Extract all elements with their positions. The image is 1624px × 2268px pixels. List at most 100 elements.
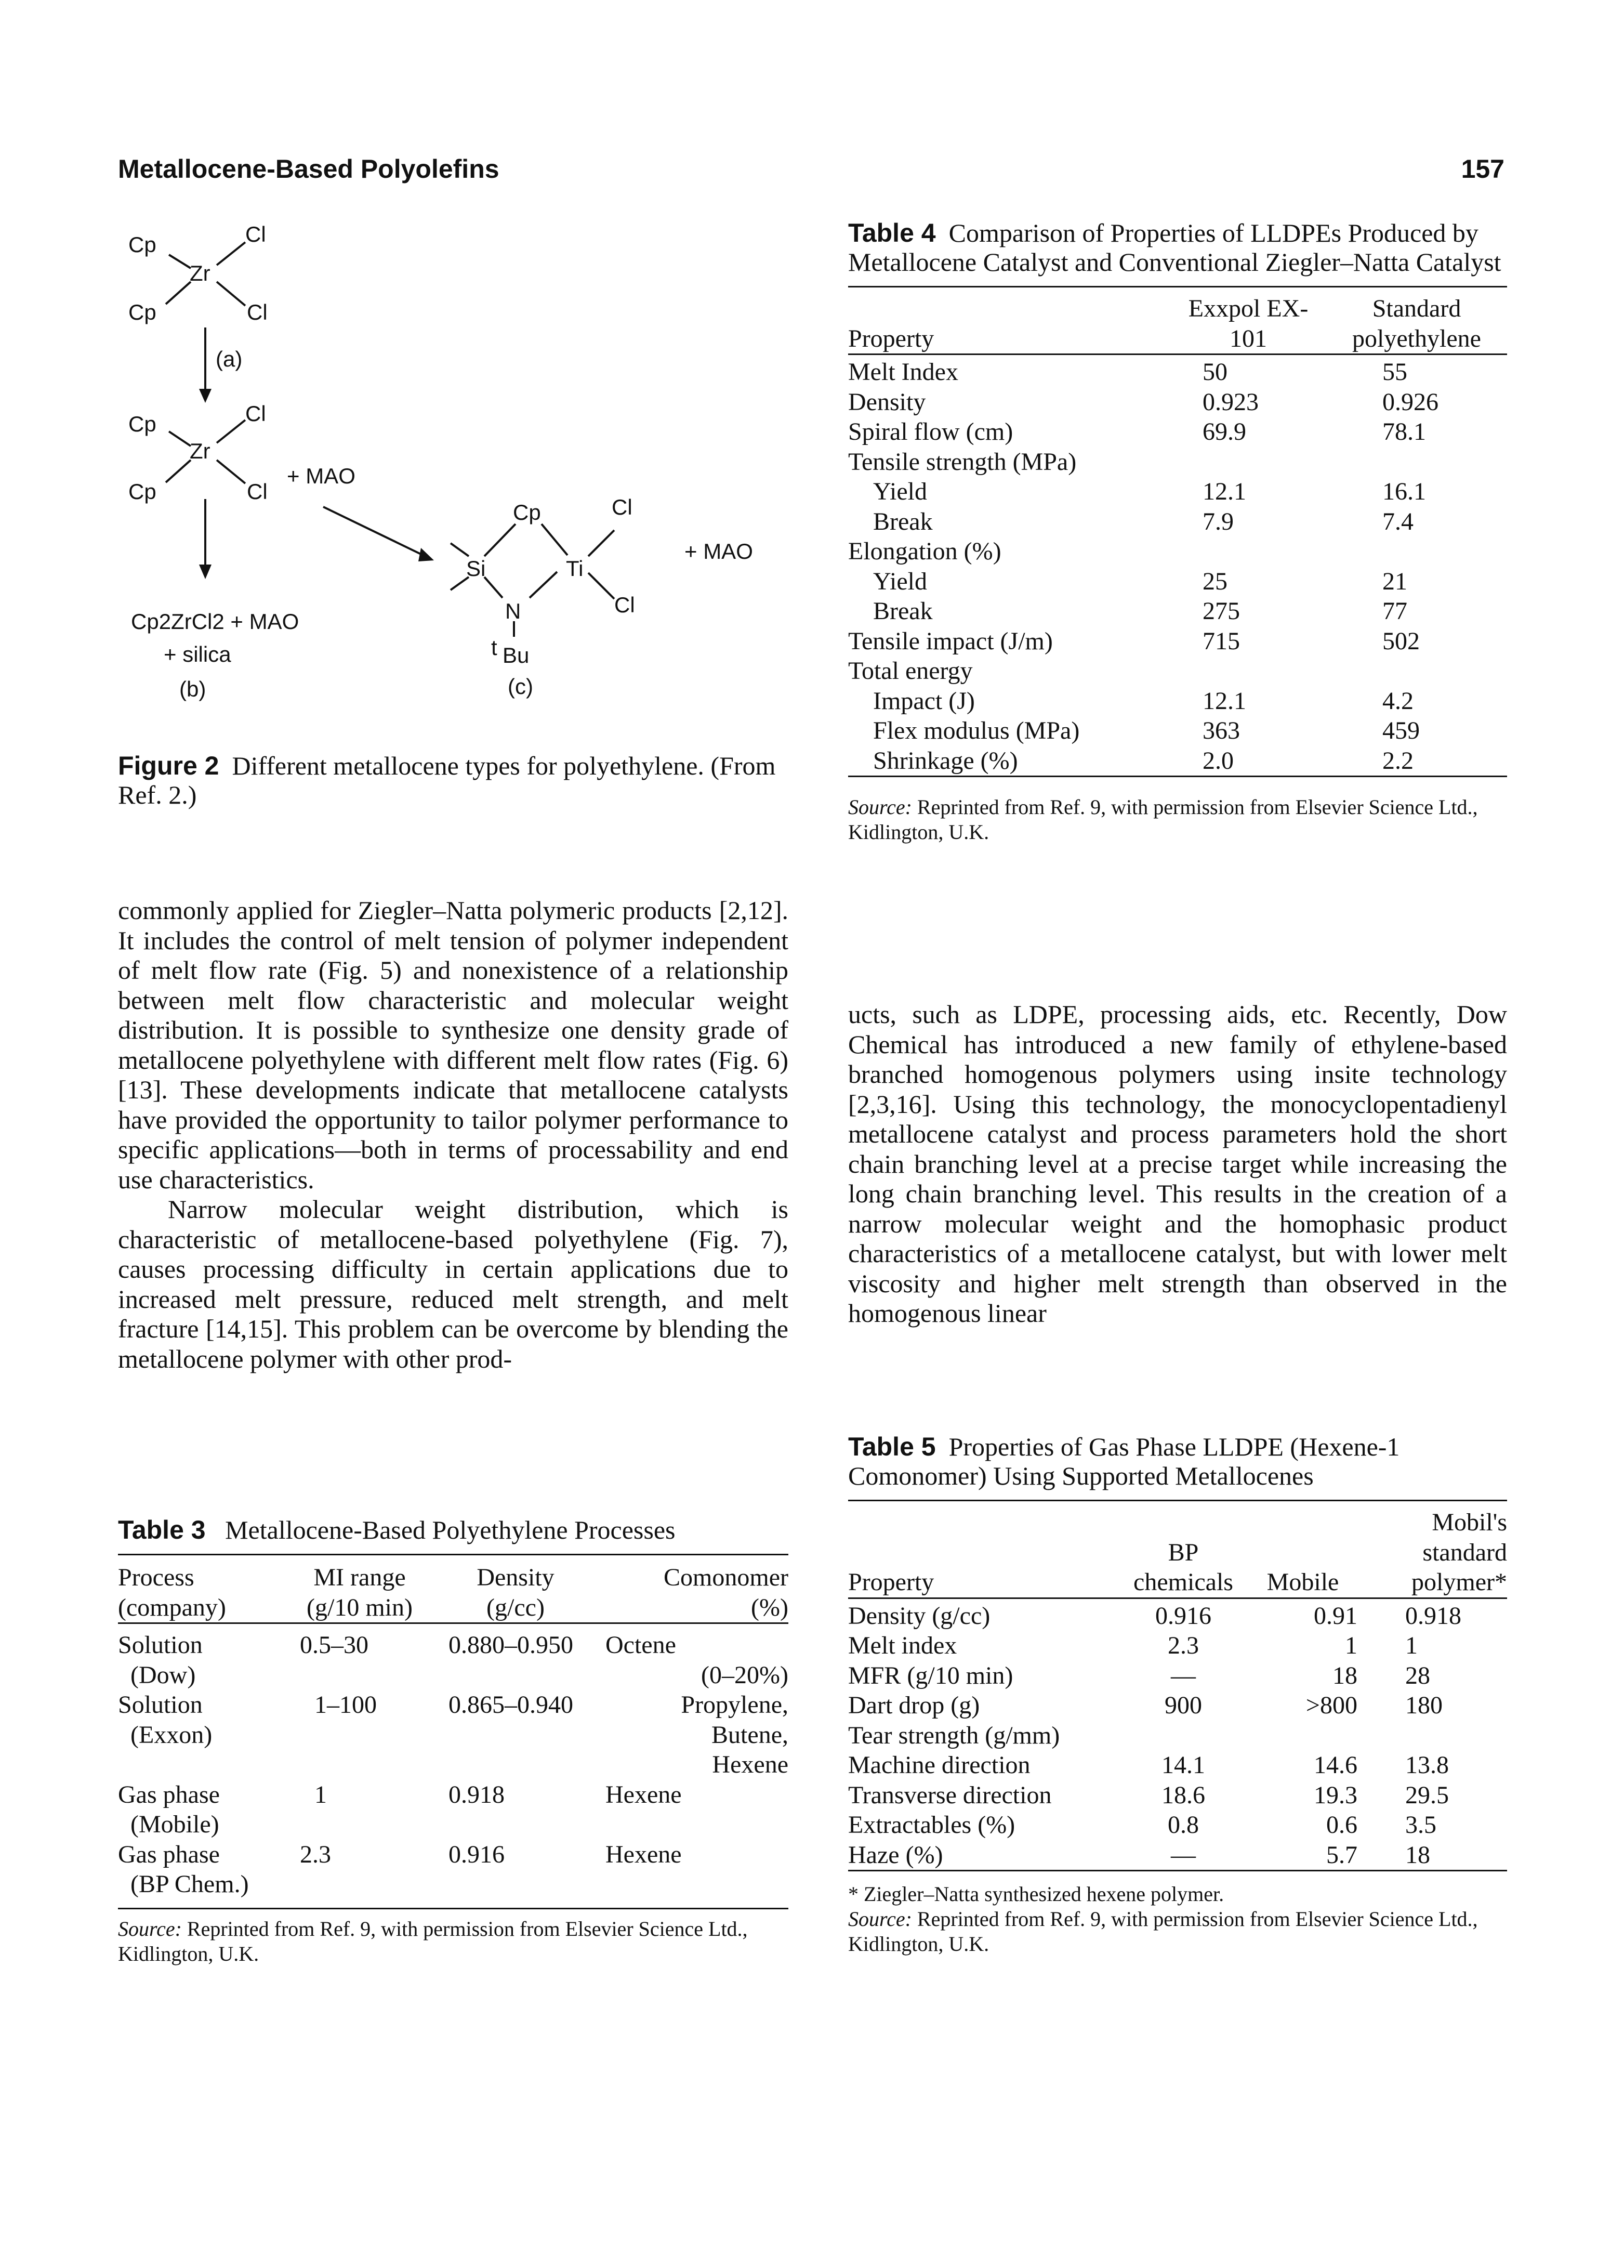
table-cell — [1170, 536, 1326, 567]
table-cell: >800 — [1305, 1692, 1357, 1719]
table-4-caption: Table 4 Comparison of Properties of LLDP… — [848, 218, 1507, 277]
table-cell: 0.6 — [1326, 1811, 1357, 1839]
table-cell: Total energy — [848, 657, 973, 685]
table-cell: 0.923 — [1203, 388, 1259, 416]
column-header: Density(g/cc) — [477, 1564, 554, 1621]
table-cell: 7.4 — [1382, 507, 1414, 535]
table-cell: 13.8 — [1405, 1751, 1449, 1779]
si-label: Si — [466, 556, 485, 581]
cp-label: Cp — [128, 232, 156, 257]
table-row: Dart drop (g) 900 >800 180 — [848, 1690, 1507, 1721]
table-row: Gas phase (Mobile) 1 0.918 Hexene — [118, 1780, 788, 1840]
table-cell: Hexene — [605, 1780, 682, 1808]
figure-2-caption-text: Different metallocene types for polyethy… — [118, 751, 776, 809]
table-cell: Tensile impact (J/m) — [848, 627, 1053, 655]
cp-label: Cp — [128, 300, 156, 324]
table-cell: Hexene — [605, 1840, 682, 1868]
table-cell — [1118, 1721, 1248, 1751]
paragraph: ucts, such as LDPE, processing aids, etc… — [848, 1000, 1507, 1328]
column-header: Property — [848, 324, 934, 352]
table-cell: 0.916 — [448, 1840, 505, 1868]
table-cell: 29.5 — [1405, 1781, 1449, 1809]
table-5-caption: Table 5 Properties of Gas Phase LLDPE (H… — [848, 1432, 1507, 1490]
label-c: (c) — [508, 674, 533, 699]
table-5-footnote: * Ziegler–Natta synthesized hexene polym… — [848, 1882, 1224, 1906]
table-cell: 18 — [1405, 1841, 1430, 1869]
table-row: Elongation (%) — [848, 536, 1507, 567]
table-cell: 0.5–30 — [300, 1631, 368, 1659]
table-3: Table 3 Metallocene-Based Polyethylene P… — [118, 1515, 788, 1967]
table-cell: Octene(0–20%) — [605, 1631, 788, 1689]
zr-label: Zr — [190, 439, 210, 463]
table-row: Gas phase (BP Chem.) 2.3 0.916 Hexene — [118, 1840, 788, 1909]
table-cell — [1326, 447, 1507, 477]
table-cell — [1248, 1721, 1357, 1751]
table-cell: Solution (Exxon) — [118, 1691, 213, 1749]
table-cell: 69.9 — [1203, 418, 1246, 445]
table-cell: 1 — [314, 1780, 327, 1808]
table-cell: 4.2 — [1382, 687, 1414, 715]
table-4-source: Source: Reprinted from Ref. 9, with perm… — [848, 795, 1478, 844]
table-cell: Density — [848, 388, 926, 416]
table-cell: Tear strength (g/mm) — [848, 1721, 1060, 1749]
table-cell: 5.7 — [1326, 1841, 1357, 1869]
table-cell: Dart drop (g) — [848, 1692, 980, 1719]
paragraph: Narrow molecular weight distribution, wh… — [118, 1195, 788, 1373]
table-cell: Break — [873, 507, 933, 535]
table-cell: 78.1 — [1382, 418, 1426, 445]
paragraph: commonly applied for Ziegler–Natta polym… — [118, 896, 788, 1194]
figure-2: Cp Cl Zr Cp Cl (a) Cp Cl Zr + MAO Cp Cl … — [118, 222, 788, 733]
table-cell: 1 — [1405, 1632, 1418, 1659]
table-cell: Extractables (%) — [848, 1811, 1015, 1839]
column-header: BP chemicals — [1133, 1538, 1233, 1596]
table-cell: 0.916 — [1155, 1602, 1211, 1630]
page-number: 157 — [1461, 154, 1504, 183]
table-cell: 180 — [1405, 1692, 1443, 1719]
ti-label: Ti — [566, 556, 583, 581]
figure-2-caption: Figure 2 Different metallocene types for… — [118, 751, 788, 809]
column-header: MI range(g/10 min) — [307, 1564, 413, 1621]
table-cell: Spiral flow (cm) — [848, 418, 1013, 445]
table-row: Solution (Exxon) 1–100 0.865–0.940 Propy… — [118, 1690, 788, 1780]
table-cell: Haze (%) — [848, 1841, 943, 1869]
bu-label: Bu — [503, 643, 529, 667]
table-cell: Melt Index — [848, 358, 958, 386]
cp2zrcl2-label: Cp2ZrCl2 + MAO — [131, 609, 299, 634]
table-cell: 0.91 — [1314, 1602, 1357, 1630]
t-label: t — [491, 635, 497, 660]
table-cell: — — [1171, 1661, 1196, 1689]
column-header: Process(company) — [118, 1564, 226, 1621]
table-cell: 715 — [1203, 627, 1240, 655]
table-cell: 21 — [1382, 567, 1407, 595]
table-4-grid: Property Exxpol EX-101 Standard polyethy… — [848, 286, 1507, 779]
table-cell: 1 — [1345, 1632, 1357, 1659]
table-5: Table 5 Properties of Gas Phase LLDPE (H… — [848, 1432, 1507, 1957]
left-column-text: commonly applied for Ziegler–Natta polym… — [118, 896, 788, 1374]
cp-label: Cp — [513, 500, 541, 525]
table-cell: 28 — [1405, 1661, 1430, 1689]
table-cell: 459 — [1382, 717, 1420, 744]
column-header: Mobil's standard polymer* — [1411, 1509, 1507, 1596]
table-cell — [1170, 447, 1326, 477]
table-cell: 2.0 — [1203, 746, 1234, 775]
table-4-label: Table 4 — [848, 218, 936, 247]
table-5-source: Source: Reprinted from Ref. 9, with perm… — [848, 1907, 1478, 1956]
table-cell: 900 — [1165, 1692, 1202, 1719]
table-cell: Density (g/cc) — [848, 1602, 991, 1630]
table-cell: Machine direction — [848, 1751, 1031, 1779]
cl-label: Cl — [245, 401, 266, 426]
cl-label: Cl — [612, 495, 632, 519]
